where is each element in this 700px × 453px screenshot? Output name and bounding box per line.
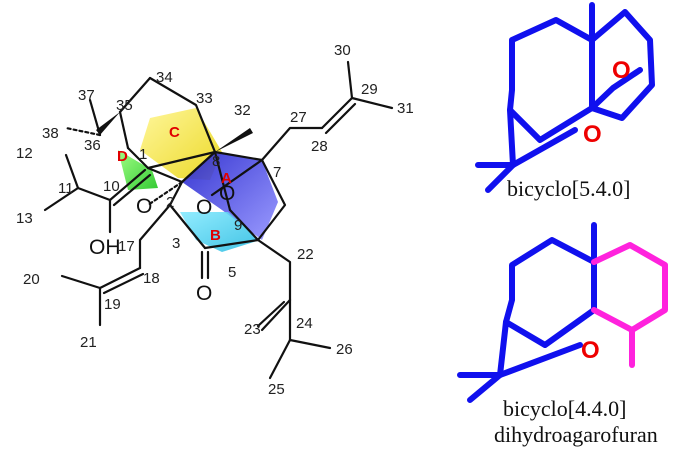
atom-number: 22 bbox=[297, 246, 314, 263]
atom-numbers: 1 2 3 5 7 8 9 10 11 12 13 17 18 19 20 21… bbox=[16, 42, 414, 398]
atom-number: 30 bbox=[334, 42, 351, 59]
ring-label-d: D bbox=[117, 148, 128, 165]
carbonyl-oxygen: O bbox=[196, 282, 212, 305]
atom-number: 1 bbox=[139, 146, 147, 163]
atom-number: 5 bbox=[228, 264, 236, 281]
atom-number: 33 bbox=[196, 90, 213, 107]
atom-number: 19 bbox=[104, 296, 121, 313]
atom-number: 29 bbox=[361, 81, 378, 98]
atom-number: 8 bbox=[212, 153, 220, 170]
ring-label-c: C bbox=[169, 124, 180, 141]
atom-number: 34 bbox=[156, 69, 173, 86]
atom-number: 12 bbox=[16, 145, 33, 162]
ring-label-a: A bbox=[221, 170, 232, 187]
framework-1-oxygen-bridge: O bbox=[612, 57, 631, 84]
atom-number: 3 bbox=[172, 235, 180, 252]
atom-number: 25 bbox=[268, 381, 285, 398]
ring-d-shading bbox=[118, 150, 158, 190]
framework-2-label: bicyclo[4.4.0] bbox=[503, 396, 626, 421]
framework-bicyclo-540: O O bbox=[475, 2, 655, 193]
atom-number: 35 bbox=[116, 97, 133, 114]
atom-number: 13 bbox=[16, 210, 33, 227]
ring-label-b: B bbox=[210, 227, 221, 244]
hydroxyl-group: OH bbox=[89, 236, 121, 259]
atom-number: 38 bbox=[42, 125, 59, 142]
atom-number: 31 bbox=[397, 100, 414, 117]
oxygen-atom-o2: O bbox=[136, 195, 152, 218]
atom-number: 20 bbox=[23, 271, 40, 288]
framework-1-oxygen-ring: O bbox=[583, 121, 602, 148]
atom-number: 9 bbox=[234, 217, 242, 234]
framework-2-oxygen: O bbox=[581, 337, 600, 364]
atom-number: 2 bbox=[166, 194, 174, 211]
atom-number: 7 bbox=[273, 164, 281, 181]
atom-number: 21 bbox=[80, 334, 97, 351]
atom-number: 26 bbox=[336, 341, 353, 358]
oxygen-atom-o3: O bbox=[196, 196, 212, 219]
atom-number: 37 bbox=[78, 87, 95, 104]
molecule-bonds bbox=[43, 60, 394, 380]
atom-number: 27 bbox=[290, 109, 307, 126]
framework-bicyclo-440: O bbox=[457, 222, 668, 403]
atom-number: 32 bbox=[234, 102, 251, 119]
atom-number: 24 bbox=[296, 315, 313, 332]
framework-1-label: bicyclo[5.4.0] bbox=[507, 176, 630, 201]
atom-number: 23 bbox=[244, 321, 261, 338]
oxygen-atom-o9: O bbox=[219, 182, 235, 205]
atom-number: 18 bbox=[143, 270, 160, 287]
atom-number: 17 bbox=[118, 238, 135, 255]
atom-number: 28 bbox=[311, 138, 328, 155]
ring-c-shading bbox=[140, 108, 222, 180]
framework-2-sublabel: dihydroagarofuran bbox=[494, 422, 658, 447]
atom-number: 36 bbox=[84, 137, 101, 154]
atom-number: 10 bbox=[103, 178, 120, 195]
atom-number: 11 bbox=[58, 180, 74, 197]
ring-a-shading bbox=[182, 152, 278, 240]
